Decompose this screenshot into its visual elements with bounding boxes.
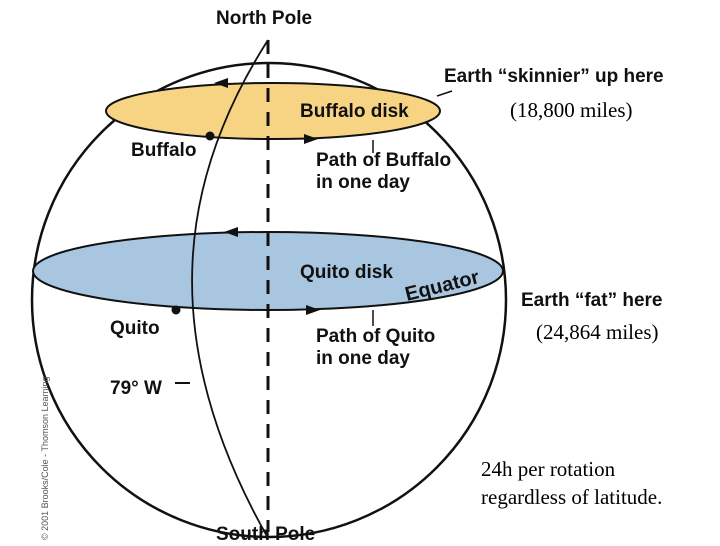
copyright-text: © 2001 Brooks/Cole - Thomson Learning — [40, 376, 50, 540]
rotation-note-line2: regardless of latitude. — [481, 484, 662, 511]
equator-miles-note: (24,864 miles) — [536, 319, 658, 346]
buffalo-miles-note: (18,800 miles) — [510, 97, 632, 124]
buffalo-disk-label: Buffalo disk — [300, 101, 409, 123]
buffalo-dot — [206, 132, 215, 141]
north-pole-label: North Pole — [216, 8, 312, 30]
quito-disk-label: Quito disk — [300, 262, 393, 284]
buffalo-label: Buffalo — [131, 140, 196, 162]
skinnier-label: Earth “skinnier” up here — [444, 66, 664, 88]
path-buffalo-label-line2: in one day — [316, 172, 410, 194]
south-pole-label: South Pole — [216, 524, 315, 546]
longitude-label: 79° W — [110, 378, 162, 400]
skinnier-leader — [437, 91, 452, 96]
path-quito-label-line2: in one day — [316, 348, 410, 370]
path-buffalo-label-line1: Path of Buffalo — [316, 150, 451, 172]
quito-label: Quito — [110, 318, 160, 340]
quito-dot — [172, 306, 181, 315]
fat-label: Earth “fat” here — [521, 290, 662, 312]
rotation-note-line1: 24h per rotation — [481, 456, 615, 483]
path-quito-label-line1: Path of Quito — [316, 326, 435, 348]
